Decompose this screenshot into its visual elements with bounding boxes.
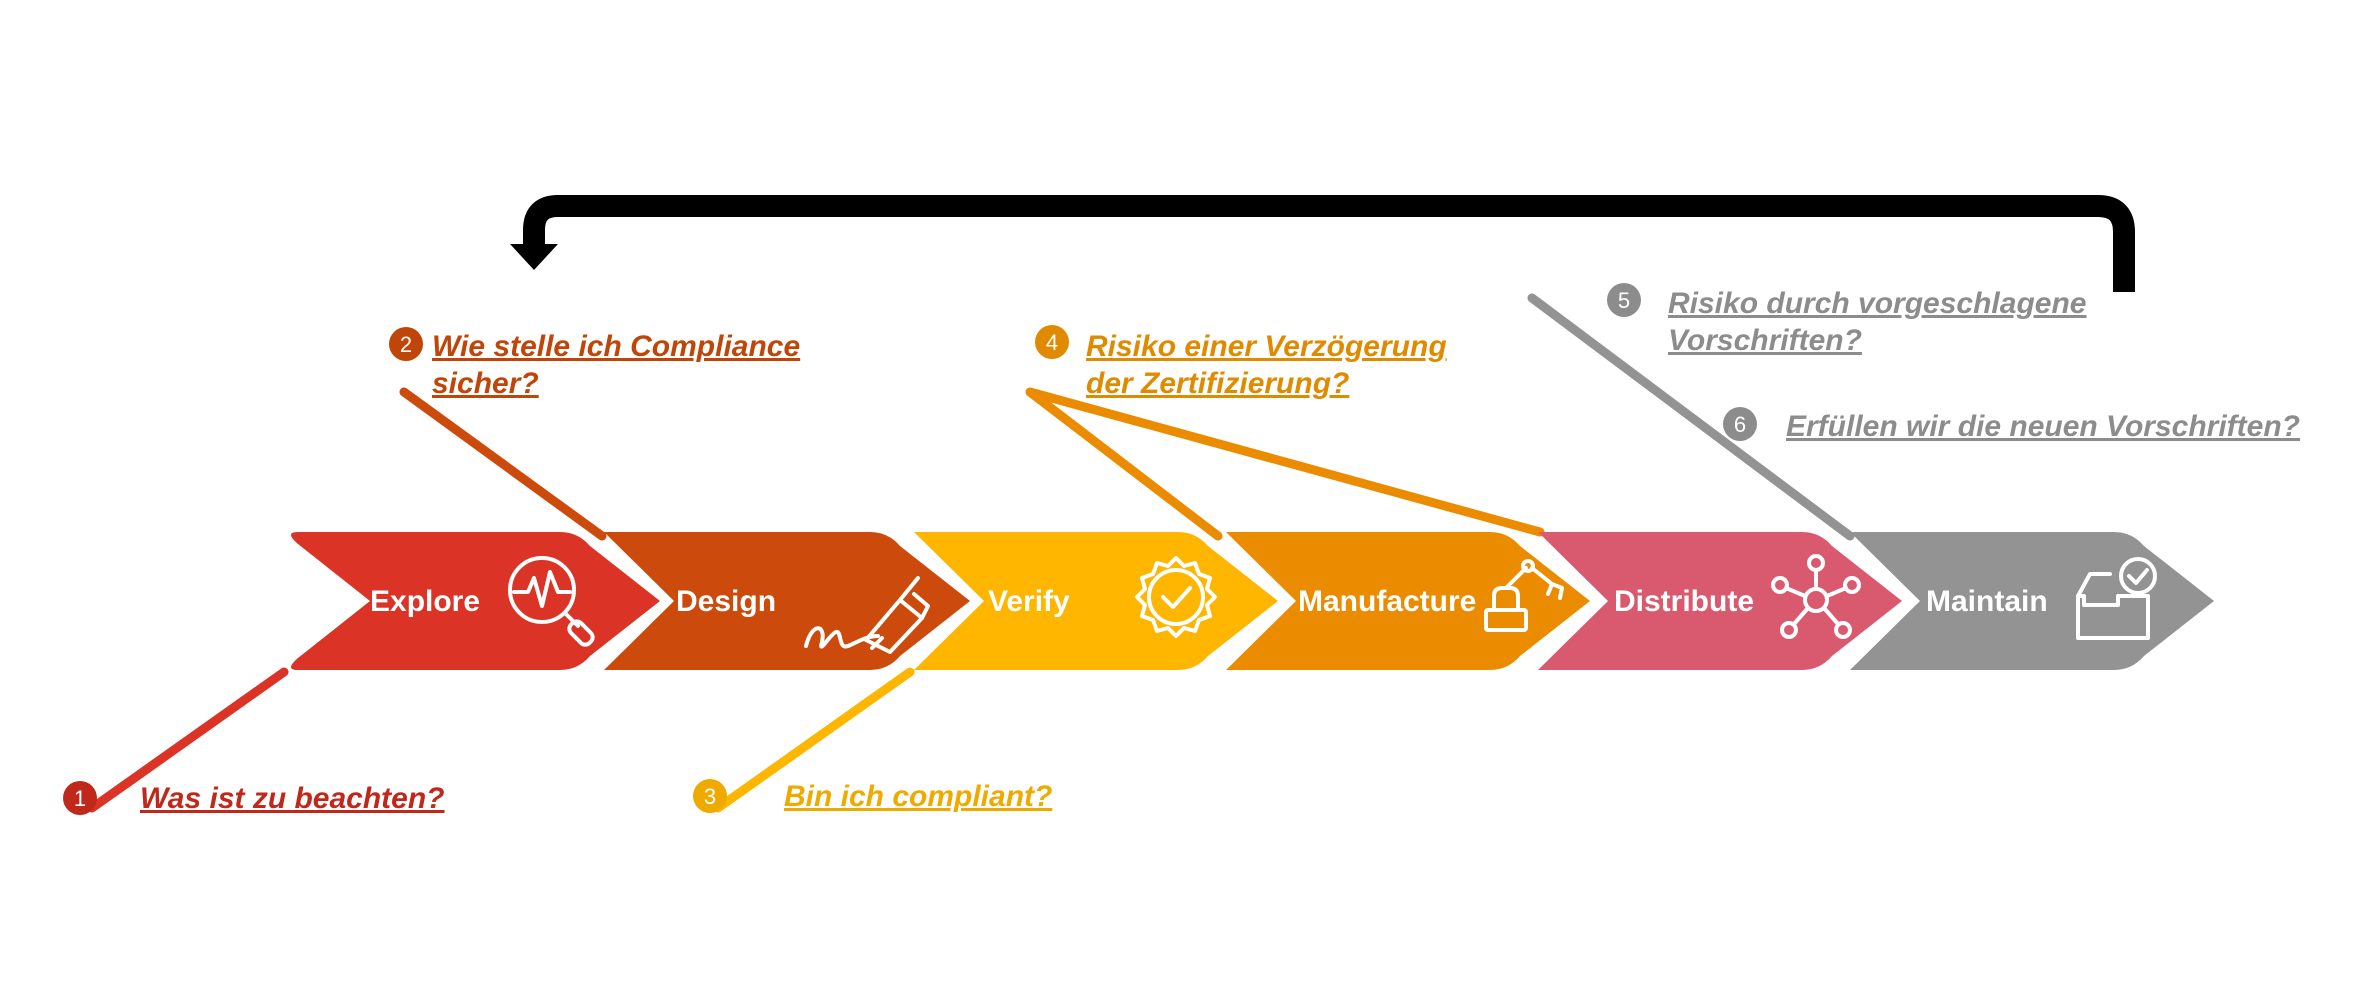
connector-q5 (1527, 293, 1855, 541)
question-5: 5 Risiko durch vorgeschlagene Vorschrift… (1607, 283, 2086, 357)
question-4: 4 Risiko einer Verzögerung der Zertifizi… (1035, 325, 1447, 400)
question-6: 6 Erfüllen wir die neuen Vorschriften? (1723, 407, 2300, 443)
connector-lines (87, 293, 1855, 813)
question-2: 2 Wie stelle ich Compliance sicher? (389, 327, 800, 400)
magnifier-pulse-icon (508, 556, 595, 647)
question-3: 3 Bin ich compliant? (693, 779, 1052, 813)
stage-label-design: Design (676, 585, 776, 618)
question-5-text-line2: Vorschriften? (1668, 324, 1862, 357)
question-6-text: Erfüllen wir die neuen Vorschriften? (1786, 410, 2300, 443)
robot-arm-icon (1484, 559, 1564, 632)
question-6-number: 6 (1734, 412, 1746, 437)
question-2-number: 2 (400, 332, 412, 357)
question-1-number: 1 (74, 786, 86, 811)
stage-label-explore: Explore (370, 585, 480, 618)
question-5-number: 5 (1618, 288, 1630, 313)
stage-label-manufacture: Manufacture (1298, 585, 1476, 618)
question-4-text-line1: Risiko einer Verzögerung (1086, 330, 1447, 363)
question-2-text-line1: Wie stelle ich Compliance (432, 330, 800, 363)
stage-label-maintain: Maintain (1926, 585, 2048, 618)
connector-q2 (399, 387, 607, 541)
chevron-explore (291, 532, 660, 670)
question-3-number: 3 (704, 784, 716, 809)
certified-badge-icon (1135, 556, 1217, 638)
pen-signature-icon (804, 576, 930, 654)
chevron-manufacture (1226, 532, 1590, 670)
network-hub-icon (1771, 554, 1861, 639)
connector-q3 (713, 667, 915, 813)
connector-q4 (1025, 387, 1545, 541)
question-1-text: Was ist zu beachten? (140, 782, 445, 815)
question-2-text-line2: sicher? (432, 367, 539, 400)
feedback-loop-arrow (510, 195, 2135, 292)
connector-q1 (87, 667, 289, 813)
stage-label-distribute: Distribute (1614, 585, 1754, 618)
question-4-text-line2: der Zertifizierung? (1086, 367, 1349, 400)
question-1: 1 Was ist zu beachten? (63, 781, 445, 815)
question-3-text: Bin ich compliant? (784, 780, 1052, 813)
question-5-text-line1: Risiko durch vorgeschlagene (1668, 287, 2086, 320)
stage-label-verify: Verify (988, 585, 1070, 618)
inbox-check-icon (2076, 557, 2157, 640)
question-4-number: 4 (1046, 330, 1058, 355)
